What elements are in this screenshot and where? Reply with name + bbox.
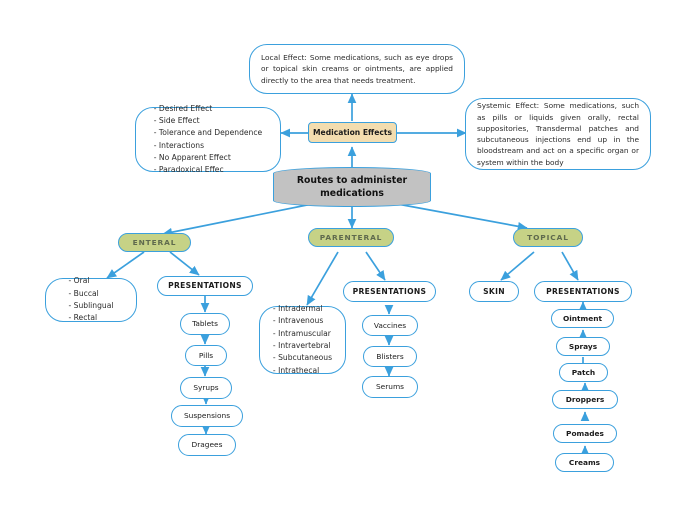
local-effect-text: Local Effect: Some medications, such as …: [261, 53, 453, 85]
parenteral-item-vaccines[interactable]: Vaccines: [362, 315, 418, 336]
parenteral-item-blisters[interactable]: Blisters: [363, 346, 417, 367]
parenteral-routes-node: - Intradermal - Intravenous - Intramuscu…: [259, 304, 346, 375]
local-effect-note: Local Effect: Some medications, such as …: [249, 44, 465, 94]
enteral-routes-node: - Oral - Buccal - Sublingual - Rectal: [45, 276, 137, 322]
medication-effects-node[interactable]: Medication Effects: [308, 122, 397, 143]
parenteral-presentations-node[interactable]: PRESENTATIONS: [343, 281, 436, 302]
systemic-effect-note: Systemic Effect: Some medications, such …: [465, 98, 651, 170]
systemic-effect-text: Systemic Effect: Some medications, such …: [477, 101, 639, 167]
parenteral-item-label: Serums: [375, 382, 404, 392]
enteral-item-tablets[interactable]: Tablets: [180, 313, 230, 335]
topical-item-label: Pomades: [566, 428, 604, 438]
medication-effects-label: Medication Effects: [312, 127, 392, 137]
enteral-item-label: Dragees: [191, 440, 223, 450]
category-label-topical: TOPICAL: [527, 232, 569, 242]
parenteral-item-serums[interactable]: Serums: [362, 376, 418, 398]
topical-item-label: Patch: [571, 367, 596, 377]
effect-types-list: - Desired Effect - Side Effect - Toleran…: [153, 103, 263, 175]
parenteral-routes-list: - Intradermal - Intravenous - Intramuscu…: [272, 304, 333, 375]
parenteral-item-label: Vaccines: [373, 320, 407, 330]
enteral-presentations-node[interactable]: PRESENTATIONS: [157, 276, 253, 296]
category-node-enteral[interactable]: ENTERAL: [118, 233, 191, 252]
enteral-item-syrups[interactable]: Syrups: [180, 377, 232, 399]
enteral-item-dragees[interactable]: Dragees: [178, 434, 236, 456]
enteral-item-label: Tablets: [192, 319, 218, 329]
enteral-item-pills[interactable]: Pills: [185, 345, 227, 366]
topical-item-patch[interactable]: Patch: [559, 363, 608, 382]
enteral-presentations-label: PRESENTATIONS: [168, 281, 242, 291]
topical-item-label: Droppers: [565, 394, 605, 404]
category-label-parenteral: PARENTERAL: [319, 232, 383, 242]
topical-presentations-node[interactable]: PRESENTATIONS: [534, 281, 632, 302]
enteral-routes-list: - Oral - Buccal - Sublingual - Rectal: [68, 276, 114, 323]
parenteral-item-label: Blisters: [376, 351, 404, 361]
parenteral-presentations-label: PRESENTATIONS: [352, 286, 427, 296]
central-topic-label: Routes to administer medications: [296, 174, 408, 199]
topical-item-pomades[interactable]: Pomades: [553, 424, 617, 443]
enteral-item-label: Suspensions: [183, 411, 231, 421]
topical-item-sprays[interactable]: Sprays: [556, 337, 610, 356]
topical-item-ointment[interactable]: Ointment: [551, 309, 614, 328]
topical-skin-label: SKIN: [483, 286, 505, 296]
enteral-item-suspensions[interactable]: Suspensions: [171, 405, 243, 427]
central-topic-node[interactable]: Routes to administer medications: [273, 167, 431, 207]
topical-skin-node[interactable]: SKIN: [469, 281, 519, 302]
topical-item-droppers[interactable]: Droppers: [552, 390, 618, 409]
category-node-parenteral[interactable]: PARENTERAL: [308, 228, 394, 247]
topical-presentations-label: PRESENTATIONS: [546, 286, 620, 296]
category-label-enteral: ENTERAL: [132, 237, 177, 247]
topical-item-label: Sprays: [568, 341, 598, 351]
topical-item-creams[interactable]: Creams: [555, 453, 614, 472]
enteral-item-label: Syrups: [193, 383, 219, 393]
category-node-topical[interactable]: TOPICAL: [513, 228, 583, 247]
topical-item-label: Ointment: [562, 313, 603, 323]
topical-item-label: Creams: [568, 457, 601, 467]
effect-types-note: - Desired Effect - Side Effect - Toleran…: [135, 104, 281, 174]
enteral-item-label: Pills: [198, 350, 214, 360]
